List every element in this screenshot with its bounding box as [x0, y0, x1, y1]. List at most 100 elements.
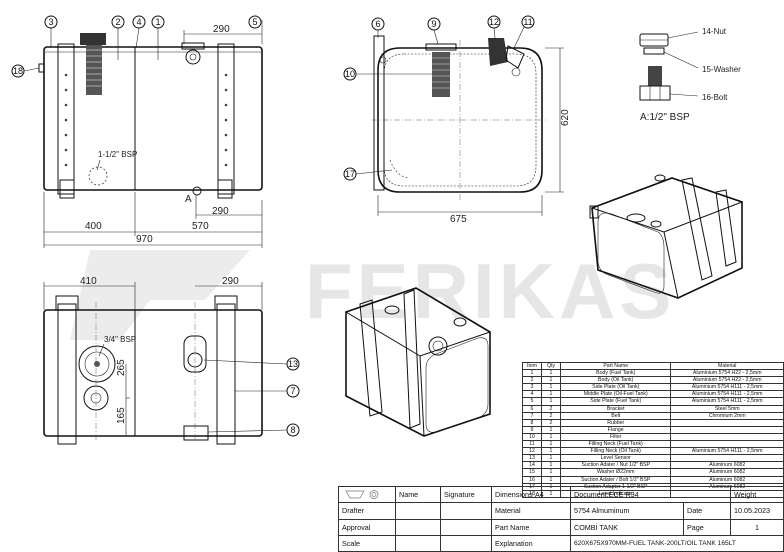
cell-item: 16: [522, 475, 542, 484]
front-dim-left: 400: [85, 221, 102, 232]
detail-a-marker: A: [185, 194, 192, 205]
tb-approval-label: Approval: [338, 518, 396, 536]
tb-date-value: 10.05.2023: [730, 502, 784, 520]
cell-material: Aluminium 5754 H111 - 2,5mm: [670, 390, 784, 399]
cell-part-name: Washer Ø22mm: [559, 468, 672, 477]
watermark-text: FERIKAS: [305, 247, 675, 335]
cell-material: Aluminum 6082: [670, 475, 784, 484]
cell-qty: 1: [541, 390, 561, 399]
title-block: Name Signature Dimensions-A4 Document:EC…: [338, 485, 784, 552]
balloon-10: 10: [345, 69, 355, 79]
cell-part-name: Filling Neck (Oil Tank): [559, 447, 672, 456]
balloon-11: 11: [523, 17, 532, 27]
cell-part-name: Filling Neck (Fuel Tank): [559, 440, 672, 449]
isometric-view-right: [589, 174, 744, 299]
balloon-5: 5: [252, 17, 257, 27]
tb-dimensions: Dimensions-A4: [491, 485, 571, 504]
tb-drafter-signature: [440, 502, 492, 520]
front-view: 1-1/2" BSP A 290 290 400 570 970: [38, 20, 263, 248]
tb-material-label: Material: [491, 502, 571, 520]
cell-item: 1: [522, 369, 542, 378]
cell-material: Steel 5mm: [670, 404, 784, 413]
bottom-view: 3/4" BSP 410 290 265 165 13 7 8: [43, 276, 300, 445]
detail-a-caption: A:1/2" BSP: [640, 112, 690, 123]
tb-explanation-label: Explanation: [491, 534, 571, 552]
cell-material: Aluminum 6082: [670, 461, 784, 470]
cell-part-name: Belt: [559, 411, 672, 420]
bottom-dim-right: 290: [222, 276, 239, 287]
cell-part-name: Suction Adater / Bolt 1/2" BSP: [559, 475, 672, 484]
cell-part-name: Flange: [559, 425, 672, 434]
cell-item: 6: [522, 404, 542, 413]
bottom-dim-height-1: 265: [116, 359, 127, 376]
tb-weight-label: Weight: [730, 485, 784, 504]
cell-item: 14: [522, 461, 542, 470]
tb-part-name-value: COMBİ TANK: [570, 518, 684, 536]
cell-qty: 1: [541, 475, 561, 484]
cell-item: 15: [522, 468, 542, 477]
cell-part-name: Body (Fuel Tank): [559, 369, 672, 378]
tb-approval-name: [395, 518, 441, 536]
front-dim-top-right: 290: [213, 24, 230, 35]
header-item: Item: [522, 361, 542, 371]
balloon-12: 12: [489, 17, 499, 27]
cell-qty: 1: [541, 369, 561, 378]
balloon-18: 18: [13, 66, 23, 76]
tb-page-label: Page: [683, 518, 731, 536]
cell-material: Aluminium 5754 H22 - 2,5mm: [670, 369, 784, 378]
front-dim-mid: 570: [192, 221, 209, 232]
front-dim-bottom-right: 290: [212, 206, 229, 217]
bottom-dim-left: 410: [80, 276, 97, 287]
cell-qty: 1: [541, 447, 561, 456]
cell-material: [670, 440, 784, 449]
front-bsp-callout: 1-1/2" BSP: [98, 150, 137, 159]
cell-qty: 2: [541, 418, 561, 427]
balloon-13: 13: [288, 359, 298, 369]
tb-page-value: 1: [730, 518, 784, 536]
side-dim-width: 675: [450, 214, 467, 225]
watermark: FERIKAS: [70, 247, 675, 340]
cell-qty: 1: [541, 397, 561, 406]
detail-a: 14-Nut 15-Washer 16-Bolt A:1/2" BSP: [639, 27, 741, 123]
balloon-8: 8: [290, 425, 295, 435]
detail-label-bolt: 16-Bolt: [702, 93, 728, 102]
cell-material: [670, 425, 784, 434]
tb-material-value: 5754 Almuminum: [570, 502, 684, 520]
cell-material: [670, 432, 784, 442]
balloon-7: 7: [290, 386, 295, 396]
tb-document: Document:ECE R34: [570, 485, 731, 504]
cell-item: 5: [522, 397, 542, 406]
cell-part-name: Suction Adater / Nut 1/2" BSP: [559, 461, 672, 470]
cell-material: Chromium 2mm: [670, 411, 784, 420]
cell-material: [670, 418, 784, 427]
cell-qty: 1: [541, 461, 561, 470]
detail-label-washer: 15-Washer: [702, 65, 741, 74]
cell-qty: 2: [541, 411, 561, 420]
tb-drafter-label: Drafter: [338, 502, 396, 520]
cell-qty: 1: [541, 468, 561, 477]
cell-qty: 1: [541, 454, 561, 463]
cell-item: 12: [522, 447, 542, 456]
cell-material: Aluminium 5754 H111 - 2,5mm: [670, 397, 784, 406]
parts-list-header: Item Qty Part Name Material: [522, 361, 784, 371]
balloon-3: 3: [48, 17, 53, 27]
front-dim-overall: 970: [136, 234, 153, 245]
cell-material: Aluminum 6082: [670, 468, 784, 477]
balloon-9: 9: [431, 19, 436, 29]
cell-part-name: Rubber: [559, 418, 672, 427]
